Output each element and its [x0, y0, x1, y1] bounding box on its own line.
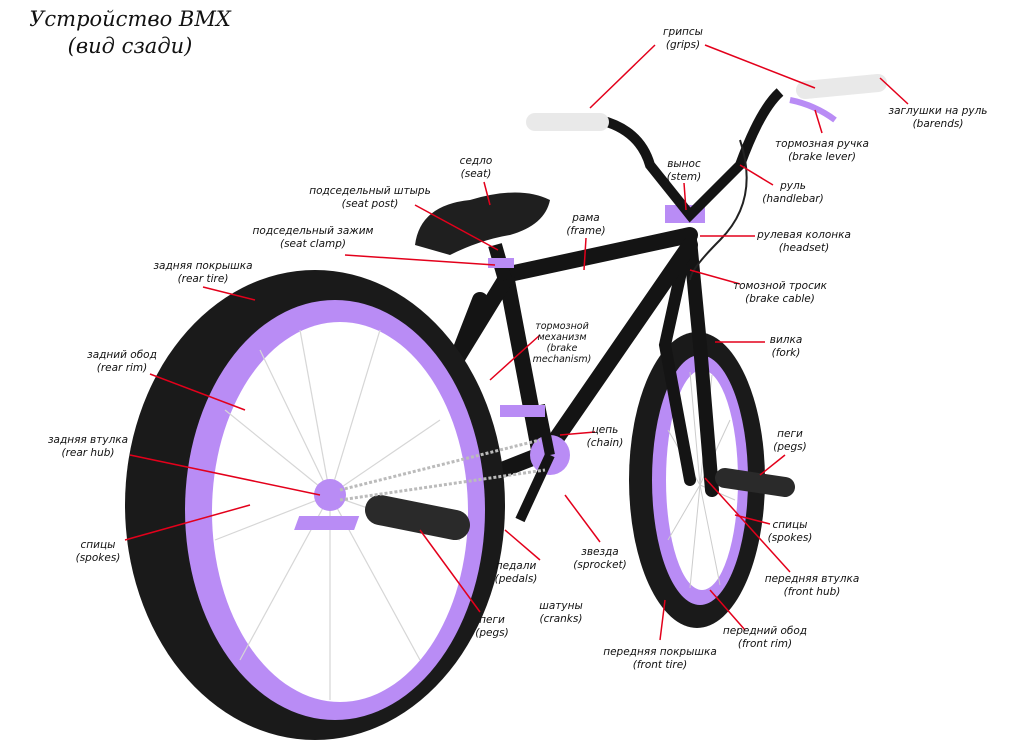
label-text: пеги — [479, 614, 505, 626]
label-text: (pedals) — [494, 573, 538, 585]
label-text: (chain) — [586, 437, 624, 449]
rear-wheel — [125, 270, 505, 740]
label-text: тормозная ручка — [775, 138, 869, 150]
label-text: (front hub) — [783, 586, 841, 598]
label-rear-rim: задний обод(rear rim) — [87, 349, 157, 375]
title-line-1: Устройство BMX — [29, 7, 231, 31]
label-text: (brake lever) — [788, 151, 856, 163]
label-text: звезда — [581, 546, 619, 558]
label-chain: цепь(chain) — [587, 424, 624, 450]
label-text: (sprocket) — [573, 559, 627, 571]
label-handlebar: руль(handlebar) — [762, 180, 823, 206]
label-seat-post: подседельный штырь(seat post) — [309, 185, 431, 211]
label-text: (brake — [546, 343, 578, 354]
label-text: mechanism) — [532, 354, 592, 365]
leader-lines — [124, 44, 909, 641]
label-text: (fork) — [771, 347, 801, 359]
label-barends: заглушки на руль(barends) — [889, 105, 988, 131]
label-pegs-rear: пеги(pegs) — [475, 614, 508, 640]
label-seat-clamp: подседельный зажим(seat clamp) — [253, 225, 374, 251]
label-text: (cranks) — [539, 613, 583, 625]
label-pegs-front: пеги(pegs) — [773, 428, 806, 454]
label-text: (spokes) — [767, 532, 813, 544]
label-text: вынос — [667, 158, 701, 170]
label-text: заглушки на руль — [888, 105, 988, 117]
label-text: (headset) — [778, 242, 830, 254]
label-spokes-front: спицы(spokes) — [768, 519, 813, 545]
label-text: задний обод — [87, 349, 157, 361]
label-text: (spokes) — [75, 552, 121, 564]
label-text: цепь — [591, 424, 619, 436]
label-text: механизм — [537, 332, 587, 343]
label-headset: рулевая колонка(headset) — [757, 229, 851, 255]
label-text: (rear tire) — [177, 273, 229, 285]
label-text: (barends) — [912, 118, 964, 130]
label-text: рама — [572, 212, 600, 224]
label-text: (front rim) — [737, 638, 793, 650]
label-text: передняя покрышка — [603, 646, 717, 658]
label-text: (seat clamp) — [279, 238, 347, 250]
label-sprocket: звезда(sprocket) — [573, 546, 627, 572]
label-brake-cable: томозной тросик(brake cable) — [733, 280, 827, 306]
label-text: подседельный зажим — [252, 225, 374, 237]
label-text: задняя покрышка — [153, 260, 253, 272]
label-text: (pegs) — [773, 441, 807, 453]
label-text: (front tire) — [632, 659, 688, 671]
label-text: грипсы — [663, 26, 703, 38]
label-grips: грипсы(grips) — [663, 26, 703, 52]
label-pedals: педали(pedals) — [495, 560, 538, 586]
label-text: (rear rim) — [96, 362, 148, 374]
label-text: спицы — [80, 539, 116, 551]
label-text: передний обод — [722, 625, 808, 637]
label-text: томозной тросик — [732, 280, 828, 292]
label-front-rim: передний обод(front rim) — [723, 625, 807, 651]
label-stem: вынос(stem) — [667, 158, 701, 184]
label-text: (stem) — [666, 171, 702, 183]
label-seat: седло(seat) — [460, 155, 493, 181]
label-text: (seat) — [460, 168, 492, 180]
label-text: рулевая колонка — [757, 229, 851, 241]
label-rear-hub: задняя втулка(rear hub) — [48, 434, 128, 460]
label-front-tire: передняя покрышка(front tire) — [603, 646, 717, 672]
label-cranks: шатуны(cranks) — [539, 600, 583, 626]
label-text: седло — [459, 155, 493, 167]
label-text: (rear hub) — [61, 447, 115, 459]
label-text: подседельный штырь — [309, 185, 431, 197]
label-fork: вилка(fork) — [770, 334, 803, 360]
label-text: руль — [780, 180, 806, 192]
label-text: (handlebar) — [762, 193, 824, 205]
label-text: тормозной — [535, 321, 589, 332]
label-brake-lever: тормозная ручка(brake lever) — [775, 138, 869, 164]
label-text: задняя втулка — [47, 434, 129, 446]
label-text: (pegs) — [475, 627, 509, 639]
label-text: (frame) — [566, 225, 606, 237]
label-front-hub: передняя втулка(front hub) — [765, 573, 860, 599]
label-rear-tire: задняя покрышка(rear tire) — [153, 260, 252, 286]
label-text: спицы — [772, 519, 808, 531]
title-line-2: (вид сзади) — [67, 34, 193, 58]
diagram-title: Устройство BMX (вид сзади) — [10, 6, 250, 60]
label-text: (seat post) — [341, 198, 399, 210]
label-text: шатуны — [539, 600, 583, 612]
label-text: вилка — [769, 334, 803, 346]
label-text: (brake cable) — [745, 293, 815, 305]
label-text: пеги — [777, 428, 803, 440]
label-text: педали — [495, 560, 537, 572]
label-spokes-rear: спицы(spokes) — [76, 539, 121, 565]
label-frame: рама(frame) — [566, 212, 605, 238]
label-text: (grips) — [665, 39, 701, 51]
label-text: передняя втулка — [764, 573, 860, 585]
